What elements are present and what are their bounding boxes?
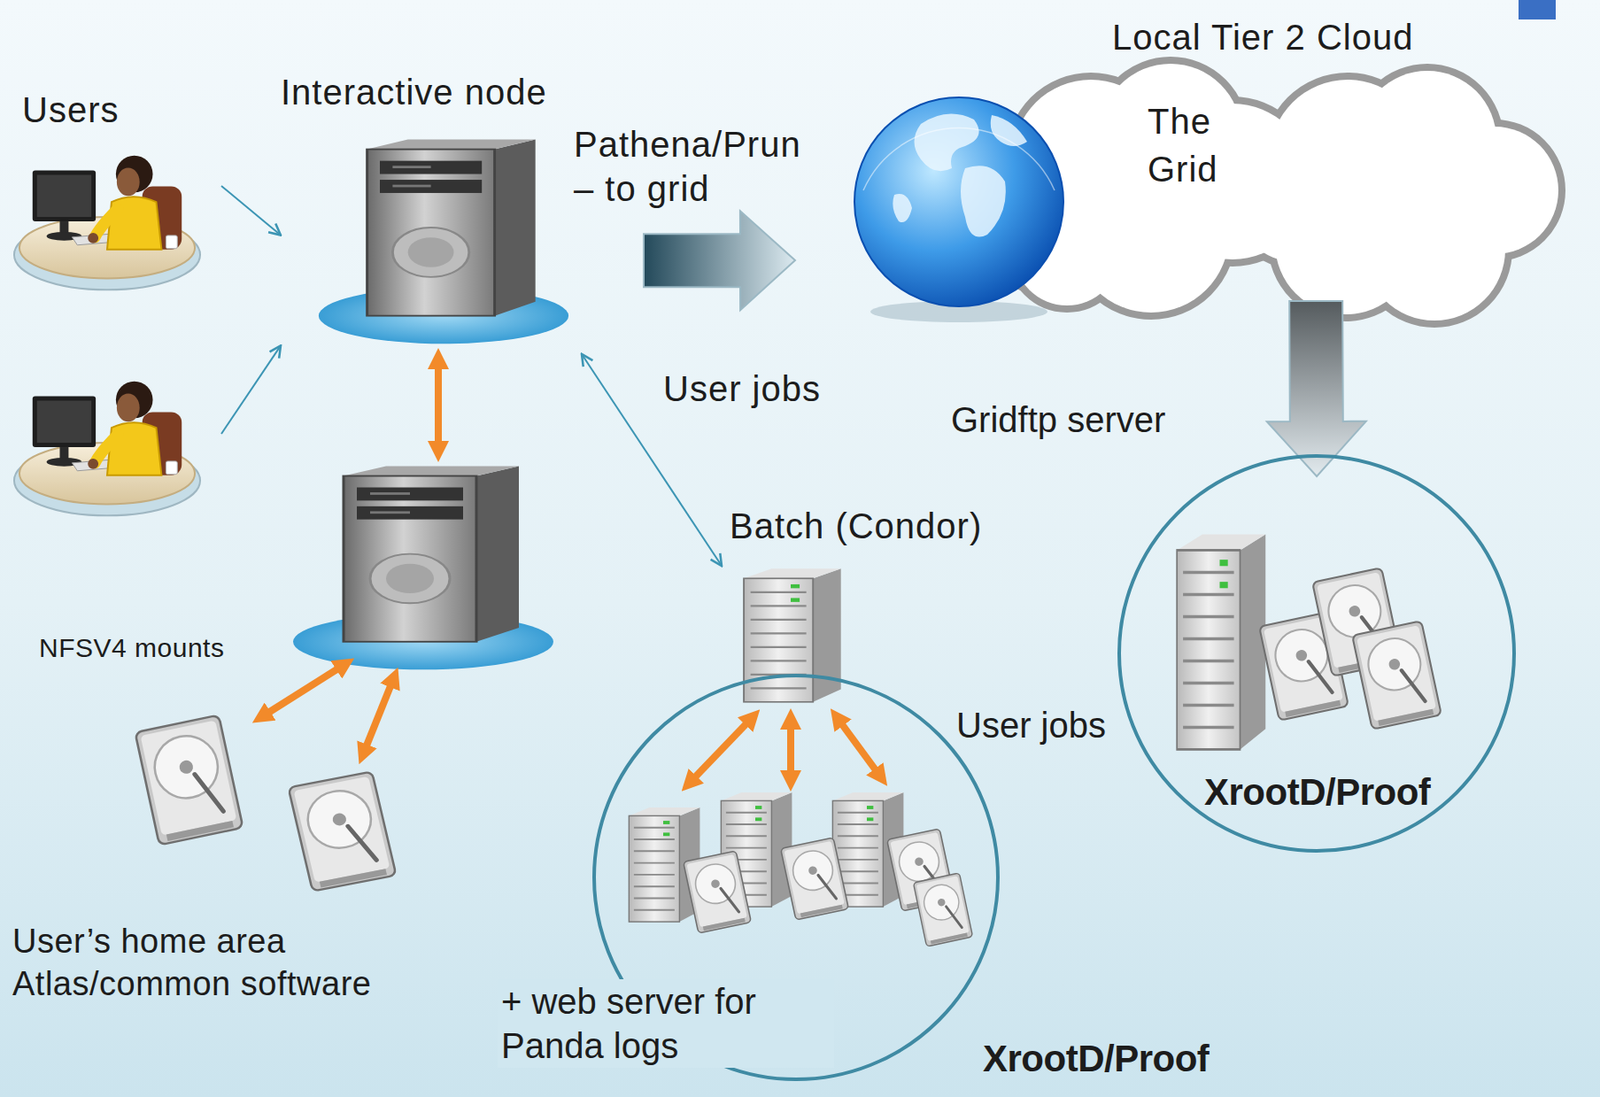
disk-storage: User’s home area Atlas/common software — [8, 708, 470, 1019]
node-text: Interactive node — [280, 70, 548, 114]
grid-cloud: Local Tier 2 CloudThe Grid — [850, 15, 1568, 355]
edge-label-wrap: User jobs — [663, 367, 821, 410]
node-text: User’s home area Atlas/common software — [12, 920, 469, 1005]
free-label-wrap: NFSV4 mounts — [38, 632, 225, 665]
free-label-wrap: User jobs — [956, 703, 1106, 747]
interactive-node: Interactive node — [280, 70, 582, 355]
node-text: XrootD/Proof — [1204, 770, 1430, 815]
block-arrow — [643, 210, 796, 310]
edge-label: Pathena/Prun – to grid — [573, 122, 822, 211]
free-label: User jobs — [956, 703, 1106, 747]
node-text: Users — [22, 88, 119, 132]
connector-arrow — [221, 345, 281, 434]
edge-label: User jobs — [663, 367, 821, 410]
edge-label: Gridftp server — [950, 398, 1166, 441]
node-text: + web server for Panda logs — [497, 979, 835, 1068]
edge-label-wrap: Pathena/Prun – to grid — [573, 122, 822, 211]
user-group: Users — [8, 88, 222, 532]
storage-circle: + web server for Panda logsXrootD/Proof — [491, 673, 1245, 1090]
node-text-wrap: Local Tier 2 Cloud — [1112, 15, 1414, 59]
connector-arrow — [221, 185, 281, 236]
node-text-wrap: XrootD/Proof — [982, 1036, 1209, 1082]
node-text-wrap: XrootD/Proof — [1204, 770, 1430, 815]
block-arrow — [1267, 301, 1367, 477]
node-text: The Grid — [1147, 97, 1263, 194]
circle-outline-path — [1119, 456, 1515, 851]
node-text: XrootD/Proof — [982, 1036, 1209, 1082]
node-text-wrap: Users — [22, 88, 119, 132]
node-text-wrap: User’s home area Atlas/common software — [12, 920, 469, 1005]
edge-label-wrap: Gridftp server — [950, 398, 1166, 441]
node-text-wrap: The Grid — [1147, 97, 1263, 194]
node-text-wrap: Batch (Condor) — [729, 504, 982, 548]
node-text-wrap: + web server for Panda logs — [497, 979, 835, 1068]
node-text: Batch (Condor) — [729, 504, 982, 548]
node-text: Local Tier 2 Cloud — [1112, 15, 1414, 59]
storage-circle: XrootD/Proof — [1117, 454, 1516, 853]
free-label: NFSV4 mounts — [38, 632, 225, 665]
node-text-wrap: Interactive node — [280, 70, 548, 114]
